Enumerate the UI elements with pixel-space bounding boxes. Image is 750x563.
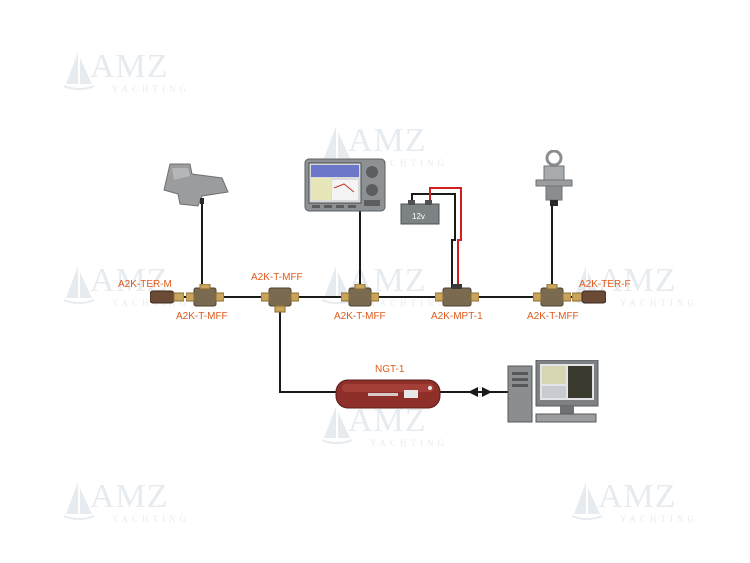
watermark: AMZ YACHTING — [318, 122, 448, 172]
terminator-male-icon — [150, 290, 184, 304]
power-tap-label: A2K-MPT-1 — [431, 311, 483, 322]
tee-connector-2-icon — [261, 287, 299, 313]
terminator-male-label: A2K-TER-M — [118, 279, 172, 290]
watermark: AMZ YACHTING — [568, 478, 698, 528]
tee-connector-4-icon — [533, 284, 571, 307]
tee-connector-2-label: A2K-T-MFF — [251, 272, 303, 283]
sailboat-icon — [322, 406, 352, 444]
depth-transducer-icon — [163, 163, 229, 207]
tee-connector-3-label: A2K-T-MFF — [334, 311, 386, 322]
ngt-1-gateway-icon — [335, 379, 441, 409]
arrow-right-icon — [482, 387, 492, 397]
tee-connector-1-label: A2K-T-MFF — [176, 311, 228, 322]
power-tap-icon — [435, 284, 479, 307]
battery-icon — [400, 200, 440, 225]
battery-label: 12v — [412, 212, 425, 221]
ngt-1-label: NGT-1 — [375, 364, 405, 375]
chartplotter-display-icon — [304, 158, 386, 212]
watermark: AMZ YACHTING — [60, 478, 190, 528]
power-positive-wire — [429, 187, 462, 288]
terminator-female-label: A2K-TER-F — [579, 279, 631, 290]
desktop-pc-icon — [507, 360, 599, 423]
sailboat-icon — [64, 482, 94, 520]
power-negative-wire — [411, 193, 456, 288]
terminator-female-icon — [572, 290, 606, 304]
sailboat-icon — [572, 482, 602, 520]
tee-connector-4-label: A2K-T-MFF — [527, 311, 579, 322]
tee-connector-1-icon — [186, 284, 224, 307]
through-hull-sensor-icon — [535, 150, 573, 206]
sailboat-icon — [64, 52, 94, 90]
tee-connector-3-icon — [341, 284, 379, 307]
sailboat-icon — [64, 266, 94, 304]
watermark: AMZ YACHTING — [60, 48, 190, 98]
ngt-drop-cable — [279, 312, 338, 393]
arrow-left-icon — [468, 387, 478, 397]
